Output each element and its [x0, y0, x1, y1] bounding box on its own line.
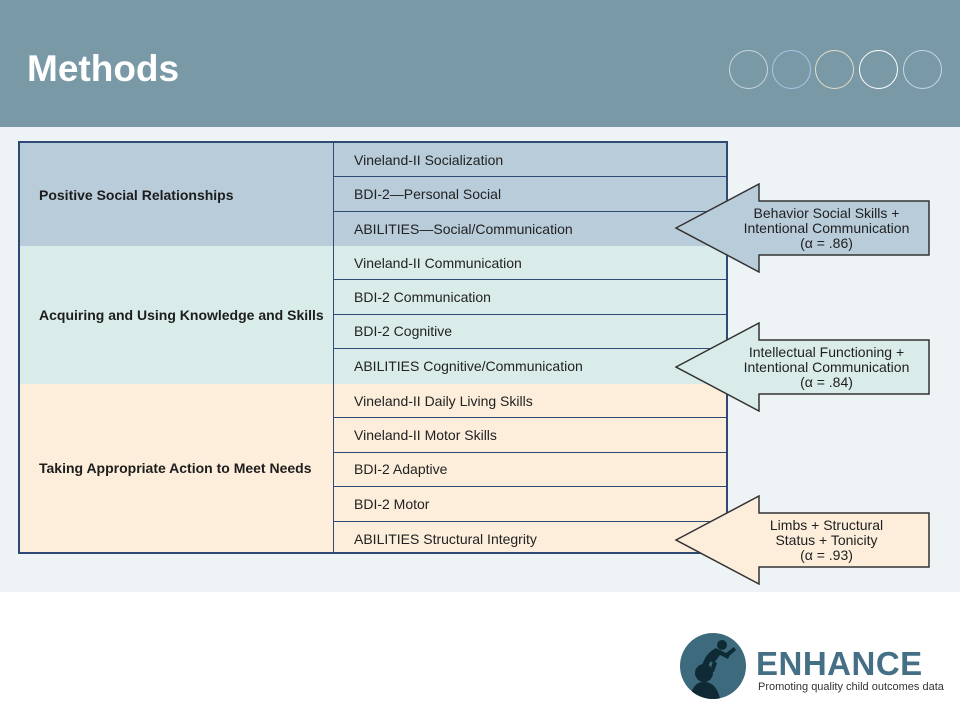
table-row: Vineland-II Socialization	[334, 143, 726, 178]
arrow-label: Limbs + Structural Status + Tonicity (α …	[769, 516, 884, 563]
decor-circle-3	[815, 50, 854, 89]
table-row: ABILITIES Structural Integrity	[354, 530, 537, 547]
table-row: BDI-2 Motor	[334, 487, 726, 522]
header-bar: Methods	[0, 0, 960, 127]
outcomes-table: Positive Social Relationships Vineland-I…	[18, 141, 728, 554]
enhance-logo: ENHANCE Promoting quality child outcomes…	[680, 633, 950, 703]
decor-circle-2	[772, 50, 811, 89]
table-row: Vineland-II Daily Living Skills	[334, 384, 726, 419]
table-row: ABILITIES—Social/Communication	[354, 220, 573, 237]
left-arrow-shape	[675, 183, 930, 273]
logo-tagline: Promoting quality child outcomes data	[758, 681, 944, 693]
logo-name: ENHANCE	[756, 645, 923, 682]
decor-circle-4	[859, 50, 898, 89]
left-arrow-shape	[675, 495, 930, 585]
arrow-callout-knowledge: Intellectual Functioning + Intentional C…	[675, 322, 930, 412]
group-knowledge: Acquiring and Using Knowledge and Skills…	[20, 246, 726, 385]
mother-child-silhouette-icon	[680, 633, 746, 699]
page-title: Methods	[27, 48, 180, 89]
group-social: Positive Social Relationships Vineland-I…	[20, 143, 726, 247]
table-row: ABILITIES Cognitive/Communication	[354, 358, 583, 375]
group-label: Acquiring and Using Knowledge and Skills	[20, 246, 334, 384]
left-arrow-shape	[675, 322, 930, 412]
arrow-callout-action: Limbs + Structural Status + Tonicity (α …	[675, 495, 930, 585]
table-row: Vineland-II Motor Skills	[334, 418, 726, 453]
arrow-label: Behavior Social Skills + Intentional Com…	[743, 204, 910, 251]
group-items: Vineland-II Daily Living Skills Vineland…	[334, 384, 726, 552]
decor-circle-1	[729, 50, 768, 89]
table-row: BDI-2 Communication	[334, 280, 726, 315]
table-row: Vineland-II Communication	[334, 246, 726, 281]
group-items: Vineland-II Socialization BDI-2—Personal…	[334, 143, 726, 246]
table-row: BDI-2—Personal Social	[334, 177, 726, 212]
group-action: Taking Appropriate Action to Meet Needs …	[20, 384, 726, 552]
arrow-callout-social: Behavior Social Skills + Intentional Com…	[675, 183, 930, 273]
decor-circle-5	[903, 50, 942, 89]
group-items: Vineland-II Communication BDI-2 Communic…	[334, 246, 726, 384]
group-label: Taking Appropriate Action to Meet Needs	[20, 384, 334, 552]
arrow-label: Intellectual Functioning + Intentional C…	[743, 343, 910, 390]
table-row: BDI-2 Cognitive	[334, 315, 726, 350]
group-label: Positive Social Relationships	[20, 143, 334, 246]
table-row: BDI-2 Adaptive	[334, 453, 726, 488]
